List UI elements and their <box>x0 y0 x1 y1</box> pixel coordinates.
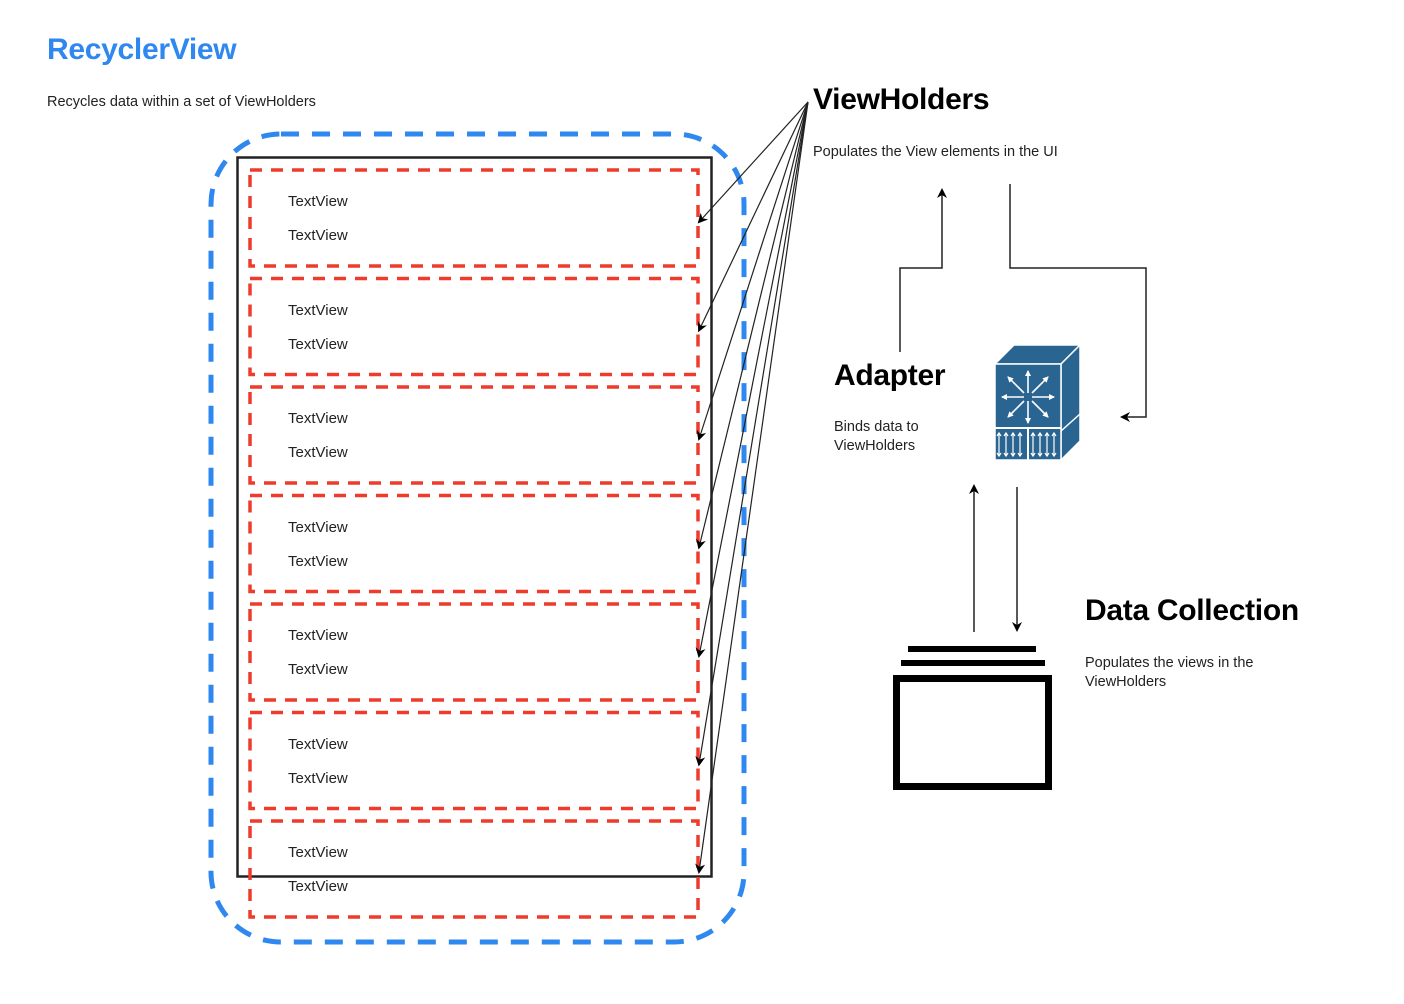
port-arrowhead <box>1010 452 1016 458</box>
port-arrowhead <box>1030 431 1036 437</box>
text-view-label: TextView <box>288 301 348 319</box>
text-view-label: TextView <box>288 878 348 895</box>
view-holder-item <box>248 276 700 377</box>
port-arrowhead <box>1037 452 1043 458</box>
port-arrowhead <box>1037 431 1043 437</box>
text-view-label: TextView <box>288 844 348 861</box>
text-view-label: TextView <box>288 735 348 753</box>
adapter-to-viewholders-connector <box>899 188 947 352</box>
view-holder-item <box>248 385 700 485</box>
port-arrowhead <box>1030 452 1036 458</box>
viewholder-arrow <box>696 101 809 441</box>
recycler-view-description: Recycles data within a set of ViewHolder… <box>47 94 316 110</box>
port-arrowhead <box>1017 431 1023 437</box>
adapter-description: Binds data to ViewHolders <box>834 419 919 454</box>
viewholder-arrow <box>697 101 809 224</box>
viewholder-arrow <box>695 101 809 874</box>
text-view-label: TextView <box>288 410 348 427</box>
recycler-view-title: RecyclerView <box>47 33 237 66</box>
port-arrowhead <box>1044 431 1050 437</box>
text-view-label: TextView <box>288 518 348 536</box>
data-collection-title: Data Collection <box>1085 594 1299 627</box>
screen-viewport <box>236 156 713 878</box>
port-arrowhead <box>996 431 1002 437</box>
port-arrowhead <box>1044 452 1050 458</box>
port-arrowhead <box>1010 431 1016 437</box>
view-holder-item <box>248 710 700 811</box>
text-view-label: TextView <box>288 627 348 644</box>
port-arrowhead <box>1003 452 1009 458</box>
viewholder-arrow <box>695 101 809 767</box>
data-collection-description: Populates the views in the ViewHolders <box>1085 655 1254 690</box>
text-view-label: TextView <box>288 335 348 353</box>
port-arrowhead <box>1051 431 1057 437</box>
text-view-label: TextView <box>288 193 348 210</box>
port-arrowhead <box>1003 431 1009 437</box>
switch-icon <box>993 343 1082 462</box>
viewholder-arrow <box>697 101 809 333</box>
viewholder-arrow <box>695 101 809 658</box>
text-view-label: TextView <box>288 552 348 570</box>
text-view-label: TextView <box>288 661 348 678</box>
text-view-label: TextView <box>288 444 348 461</box>
recycler-view-boundary <box>208 131 747 945</box>
port-arrowhead <box>996 452 1002 458</box>
view-holders-title: ViewHolders <box>813 83 990 116</box>
view-holder-item <box>248 819 700 919</box>
port-arrowhead <box>1051 452 1057 458</box>
view-holder-item <box>248 493 700 594</box>
view-holders-description: Populates the View elements in the UI <box>813 144 1058 160</box>
collection-stack-icon <box>893 646 1052 790</box>
text-view-label: TextView <box>288 769 348 787</box>
viewholder-arrow <box>696 101 809 550</box>
text-view-label: TextView <box>288 227 348 244</box>
adapter-title: Adapter <box>834 359 946 392</box>
view-holder-item <box>248 168 700 268</box>
view-holder-item <box>248 602 700 702</box>
port-arrowhead <box>1017 452 1023 458</box>
viewholders-to-adapter-connector <box>1009 184 1147 422</box>
